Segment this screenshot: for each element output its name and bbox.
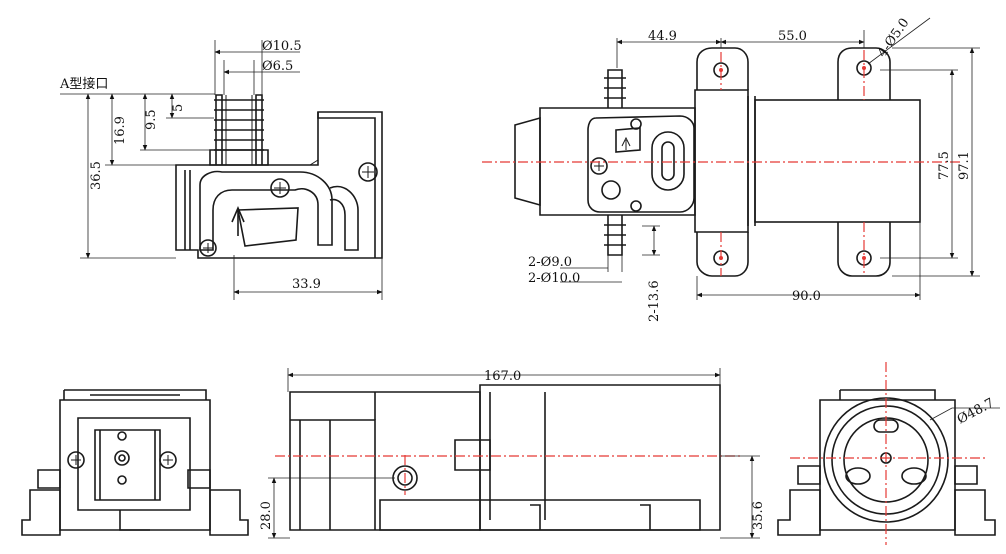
- dim-label-77-5: 77.5: [937, 151, 952, 180]
- dim-label-holes: 4-Ø5.0: [875, 16, 913, 61]
- screw-icon: [358, 162, 378, 182]
- screw-icon: [67, 451, 85, 469]
- rear-view: Ø48.7: [777, 362, 1000, 545]
- dim-label-height-36-5: 36.5: [89, 161, 104, 190]
- dim-label-44-9: 44.9: [648, 29, 677, 44]
- dim-label-length-167: 167.0: [484, 369, 521, 384]
- dim-label-width-33-9: 33.9: [292, 277, 321, 292]
- dim-label-55-0: 55.0: [778, 29, 807, 44]
- dim-label-height-9-5: 9.5: [144, 109, 159, 130]
- dim-label-port-d10: 2-Ø10.0: [528, 271, 580, 286]
- dim-label-90-0: 90.0: [792, 289, 821, 304]
- dim-label-port-height: 2-13.6: [647, 280, 662, 322]
- screw-icon: [590, 157, 608, 175]
- screw-icon: [199, 239, 217, 257]
- dim-label-outer-diameter: Ø10.5: [262, 39, 302, 54]
- dim-label-height-16-9: 16.9: [113, 116, 128, 145]
- dim-label-35-6: 35.6: [751, 501, 766, 530]
- dim-label-height-5: 5: [171, 104, 186, 112]
- side-view: Ø10.5 Ø6.5 A型接口 36.5 16.9 9.5 5 33.9: [59, 39, 383, 300]
- dim-label-inner-diameter: Ø6.5: [262, 59, 293, 74]
- screw-icon: [159, 451, 177, 469]
- long-side-view: 167.0 28.0 35.6: [259, 368, 766, 539]
- dim-label-97-1: 97.1: [957, 151, 972, 180]
- port-type-label: A型接口: [59, 76, 108, 92]
- dim-label-28-0: 28.0: [259, 501, 274, 530]
- dim-label-port-d9: 2-Ø9.0: [528, 255, 572, 270]
- dim-label-diameter-48-7: Ø48.7: [955, 396, 997, 428]
- front-view: [21, 389, 249, 536]
- top-view: 44.9 55.0 4-Ø5.0 77.5 97.1 2-Ø9.0 2-Ø10.…: [482, 16, 980, 322]
- screw-icon: [270, 178, 290, 198]
